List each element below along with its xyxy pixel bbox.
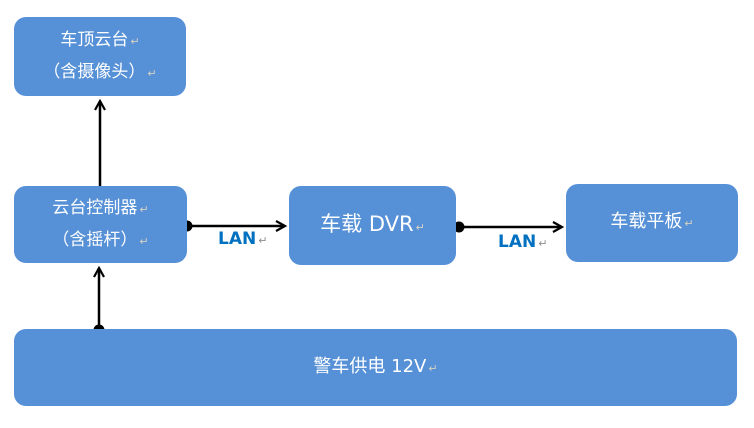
- return-mark-icon: ↵: [139, 234, 149, 248]
- return-mark-icon: ↵: [428, 361, 438, 375]
- return-mark-icon: ↵: [415, 220, 425, 234]
- return-mark-icon: ↵: [684, 217, 694, 230]
- edge-label-lan-1: LAN↵: [218, 229, 268, 249]
- box-label: 车顶云台↵: [60, 29, 140, 50]
- box-label: 车载平板↵: [610, 211, 694, 232]
- return-mark-icon: ↵: [258, 234, 268, 247]
- box-gimbal-controller: 云台控制器↵ （含摇杆）↵: [14, 186, 187, 263]
- return-mark-icon: ↵: [130, 34, 140, 48]
- box-roof-gimbal: 车顶云台↵ （含摄像头）↵: [14, 17, 186, 96]
- box-police-power: 警车供电 12V↵: [14, 329, 737, 406]
- box-vehicle-tablet: 车载平板↵: [566, 184, 738, 262]
- edge-label-lan-2: LAN↵: [498, 232, 548, 252]
- box-label: 云台控制器↵: [52, 197, 149, 218]
- return-mark-icon: ↵: [147, 66, 157, 80]
- box-vehicle-dvr: 车载 DVR↵: [289, 186, 456, 265]
- box-label: 警车供电 12V↵: [313, 355, 438, 377]
- box-label: 车载 DVR↵: [320, 211, 425, 236]
- return-mark-icon: ↵: [538, 237, 548, 250]
- box-label: （含摇杆）↵: [52, 229, 149, 250]
- box-label: （含摄像头）↵: [43, 61, 157, 82]
- return-mark-icon: ↵: [139, 202, 149, 216]
